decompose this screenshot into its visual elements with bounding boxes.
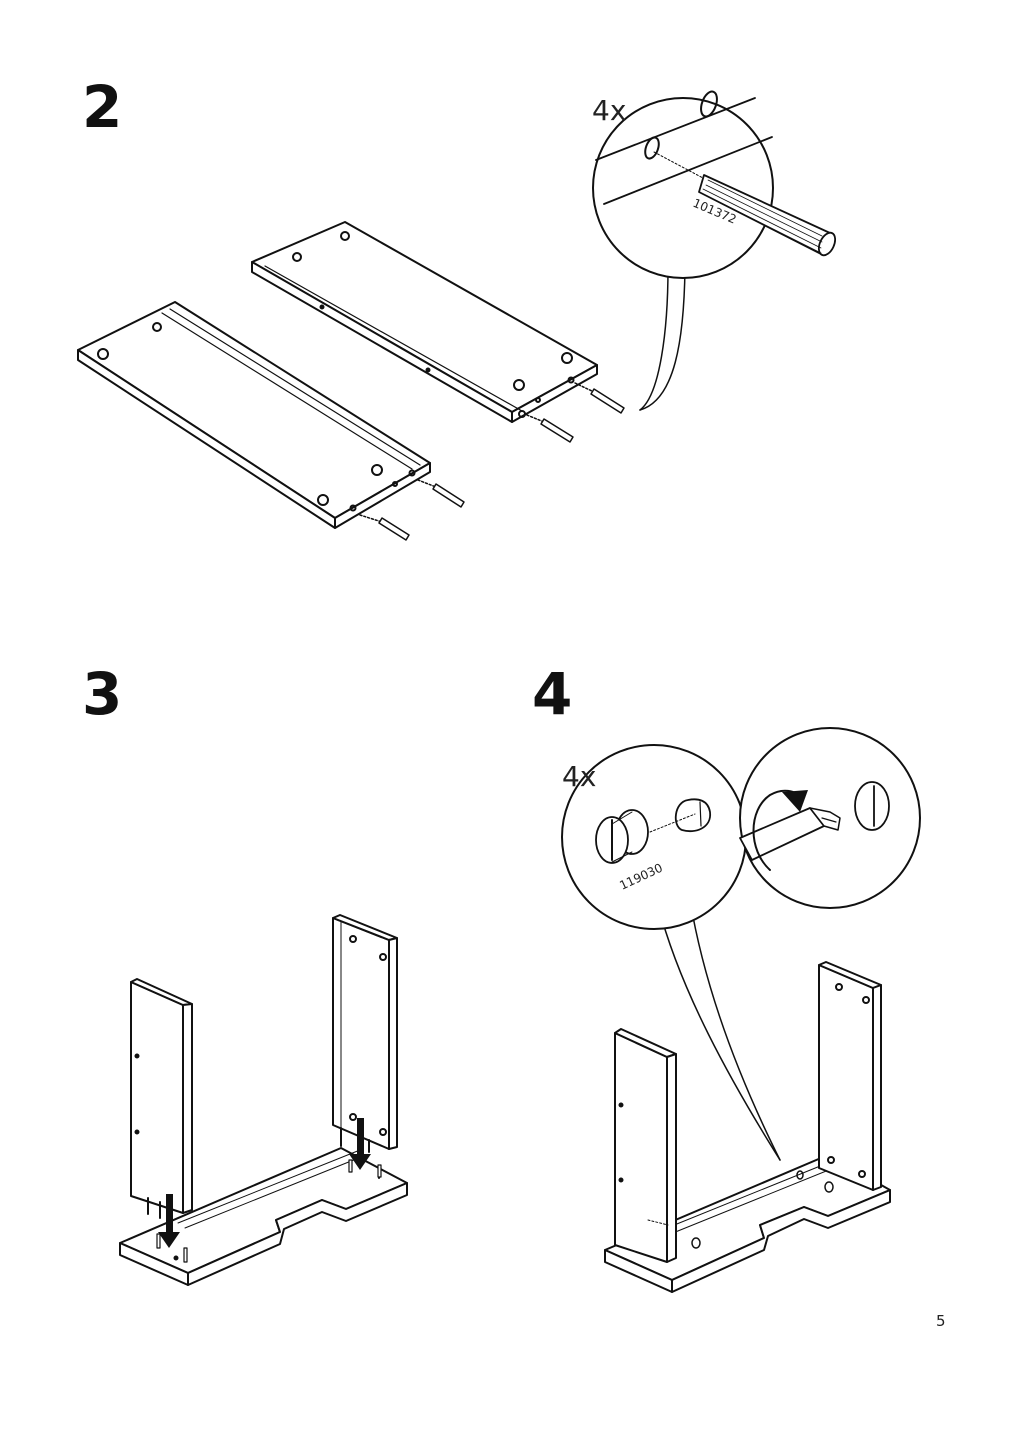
dowel-pins bbox=[359, 382, 625, 541]
step4-illustration bbox=[561, 727, 921, 1293]
side-panel-left bbox=[130, 978, 193, 1219]
side-board-back bbox=[251, 221, 598, 423]
callout-tail-inner bbox=[689, 899, 781, 1161]
step3-illustration bbox=[119, 914, 408, 1286]
side-board-front bbox=[77, 301, 431, 529]
step-number-2: 2 bbox=[82, 73, 123, 141]
screwdriver-callout bbox=[739, 727, 921, 909]
cam-lock-callout bbox=[561, 744, 747, 930]
step2-illustration bbox=[77, 90, 837, 541]
step-number-3: 3 bbox=[82, 660, 123, 728]
pegs bbox=[156, 1159, 382, 1263]
callout-tail bbox=[657, 904, 781, 1161]
side-panel-right-step4 bbox=[818, 961, 882, 1191]
side-panel-right bbox=[332, 914, 398, 1179]
qty-label-step4: 4x bbox=[562, 760, 596, 793]
dowel-callout bbox=[592, 90, 837, 411]
down-arrows bbox=[158, 1118, 371, 1248]
page-number: 5 bbox=[936, 1312, 946, 1330]
step-number-4: 4 bbox=[532, 660, 573, 728]
side-panel-left-step4 bbox=[614, 1028, 677, 1263]
base-board bbox=[119, 1147, 408, 1286]
qty-label-step2: 4x bbox=[592, 94, 626, 127]
